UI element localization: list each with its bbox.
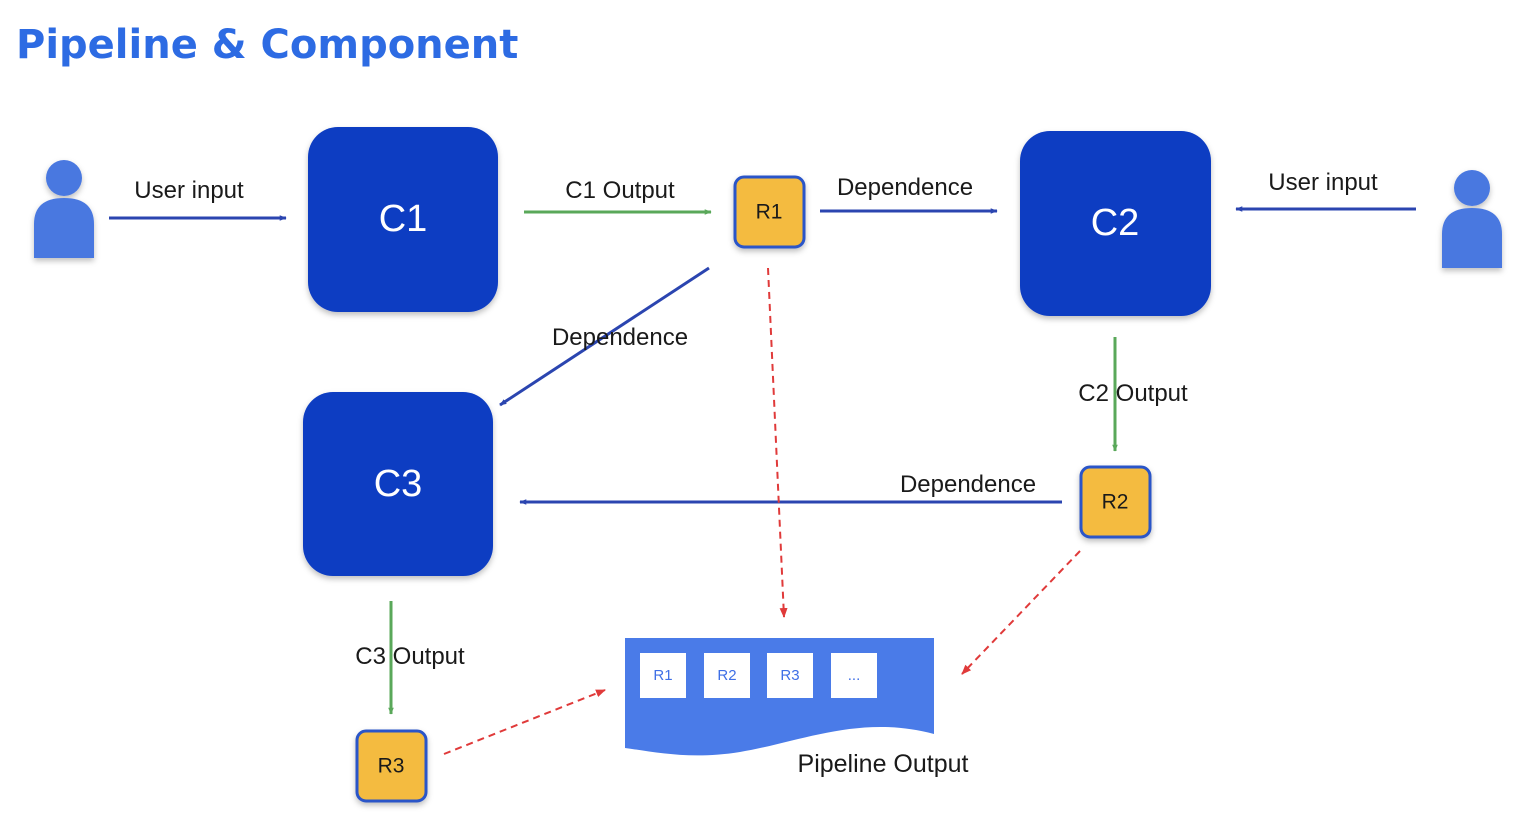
component-c3: C3	[303, 392, 493, 576]
label-c2-output: C2 Output	[1078, 380, 1188, 407]
label-dependence-r2-c3: Dependence	[900, 471, 1036, 498]
user-icon	[34, 160, 94, 258]
page-title: Pipeline & Component	[16, 22, 518, 68]
pipeline-output: R1 R2 R3 ...	[625, 638, 934, 756]
pipeline-output-cell: R1	[640, 653, 686, 698]
result-r1: R1	[733, 175, 806, 249]
arrow-collect-r1	[767, 267, 788, 618]
label-dependence-r1-c3: Dependence	[552, 324, 688, 351]
svg-text:R1: R1	[653, 667, 672, 684]
arrow-dependence-r1-c3	[499, 266, 710, 407]
component-c1: C1	[308, 127, 498, 312]
result-r3-label: R3	[378, 755, 405, 778]
pipeline-output-cell: ...	[831, 653, 877, 698]
arrow-collect-r2	[961, 550, 1081, 675]
result-r2-label: R2	[1102, 491, 1129, 514]
label-user-input-right: User input	[1268, 169, 1378, 196]
svg-text:R3: R3	[780, 667, 799, 684]
arrow-collect-r3	[443, 689, 606, 755]
label-dependence-r1-c2: Dependence	[837, 174, 973, 201]
result-r3: R3	[355, 729, 428, 803]
label-c1-output: C1 Output	[565, 177, 675, 204]
svg-text:R2: R2	[717, 667, 736, 684]
user-icon	[1442, 170, 1502, 268]
result-r1-label: R1	[756, 201, 783, 224]
pipeline-output-cell: R3	[767, 653, 813, 698]
svg-text:...: ...	[848, 667, 861, 684]
component-c2-label: C2	[1091, 202, 1140, 244]
pipeline-output-label: Pipeline Output	[798, 750, 969, 778]
label-user-input-left: User input	[134, 177, 244, 204]
component-c2: C2	[1020, 131, 1211, 316]
result-r2: R2	[1079, 465, 1152, 539]
label-c3-output: C3 Output	[355, 643, 465, 670]
component-c3-label: C3	[374, 463, 423, 505]
pipeline-output-cell: R2	[704, 653, 750, 698]
component-c1-label: C1	[379, 198, 428, 240]
